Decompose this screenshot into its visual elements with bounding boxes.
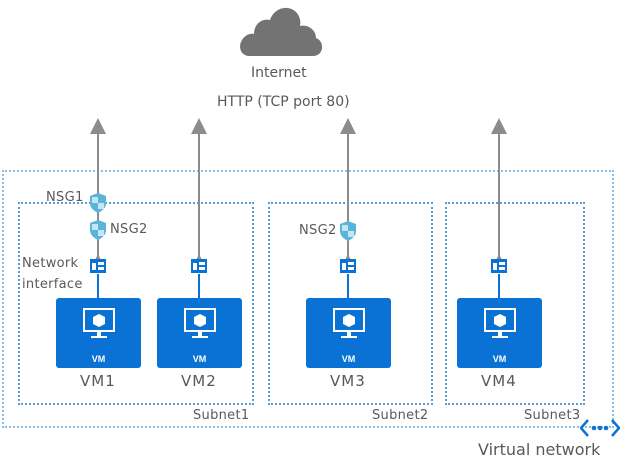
- vm1-tag: VM: [91, 354, 106, 364]
- cloud-icon: [240, 7, 323, 56]
- vm-monitor-icon: [184, 308, 216, 338]
- nsg2-subnet2-shield-icon: [340, 221, 356, 241]
- vm-monitor-icon: [333, 308, 365, 338]
- vm2-tag: VM: [192, 354, 207, 364]
- nsg2-subnet2-label: NSG2: [299, 223, 337, 238]
- vm1-tile: VM: [56, 298, 141, 368]
- subnet1-boundary: [18, 202, 254, 405]
- vm3-tile: VM: [306, 298, 391, 368]
- network-interface-label-line1: Network: [22, 256, 79, 271]
- virtual-network-label: Virtual network: [478, 440, 601, 459]
- vm1-name: VM1: [80, 372, 116, 390]
- vm3-name: VM3: [330, 372, 366, 390]
- vm2-name: VM2: [181, 372, 217, 390]
- vm-monitor-icon: [83, 308, 115, 338]
- network-interface-label-line2: interface: [22, 277, 83, 292]
- vm-monitor-icon: [484, 308, 516, 338]
- nic-icon-vm4: [491, 259, 507, 273]
- vm3-tag: VM: [341, 354, 356, 364]
- nsg2-subnet1-label: NSG2: [110, 222, 148, 237]
- nic-icon-vm3: [340, 259, 356, 273]
- nsg1-shield-icon: [90, 193, 106, 213]
- virtual-network-boundary: [2, 170, 614, 428]
- subnet3-boundary: [445, 202, 585, 405]
- subnet2-label: Subnet2: [372, 408, 429, 423]
- subnet3-label: Subnet3: [524, 408, 581, 423]
- nic-icon-vm1: [90, 259, 106, 273]
- nic-icon-vm2: [191, 259, 207, 273]
- vm4-tile: VM: [457, 298, 542, 368]
- protocol-label: HTTP (TCP port 80): [217, 94, 350, 110]
- internet-label: Internet: [251, 65, 307, 81]
- nsg2-subnet1-shield-icon: [90, 220, 106, 240]
- nsg1-label: NSG1: [46, 190, 84, 205]
- subnet1-label: Subnet1: [193, 408, 250, 423]
- vm4-tag: VM: [492, 354, 507, 364]
- vm4-name: VM4: [481, 372, 517, 390]
- vm2-tile: VM: [157, 298, 242, 368]
- virtual-network-icon: [580, 419, 620, 437]
